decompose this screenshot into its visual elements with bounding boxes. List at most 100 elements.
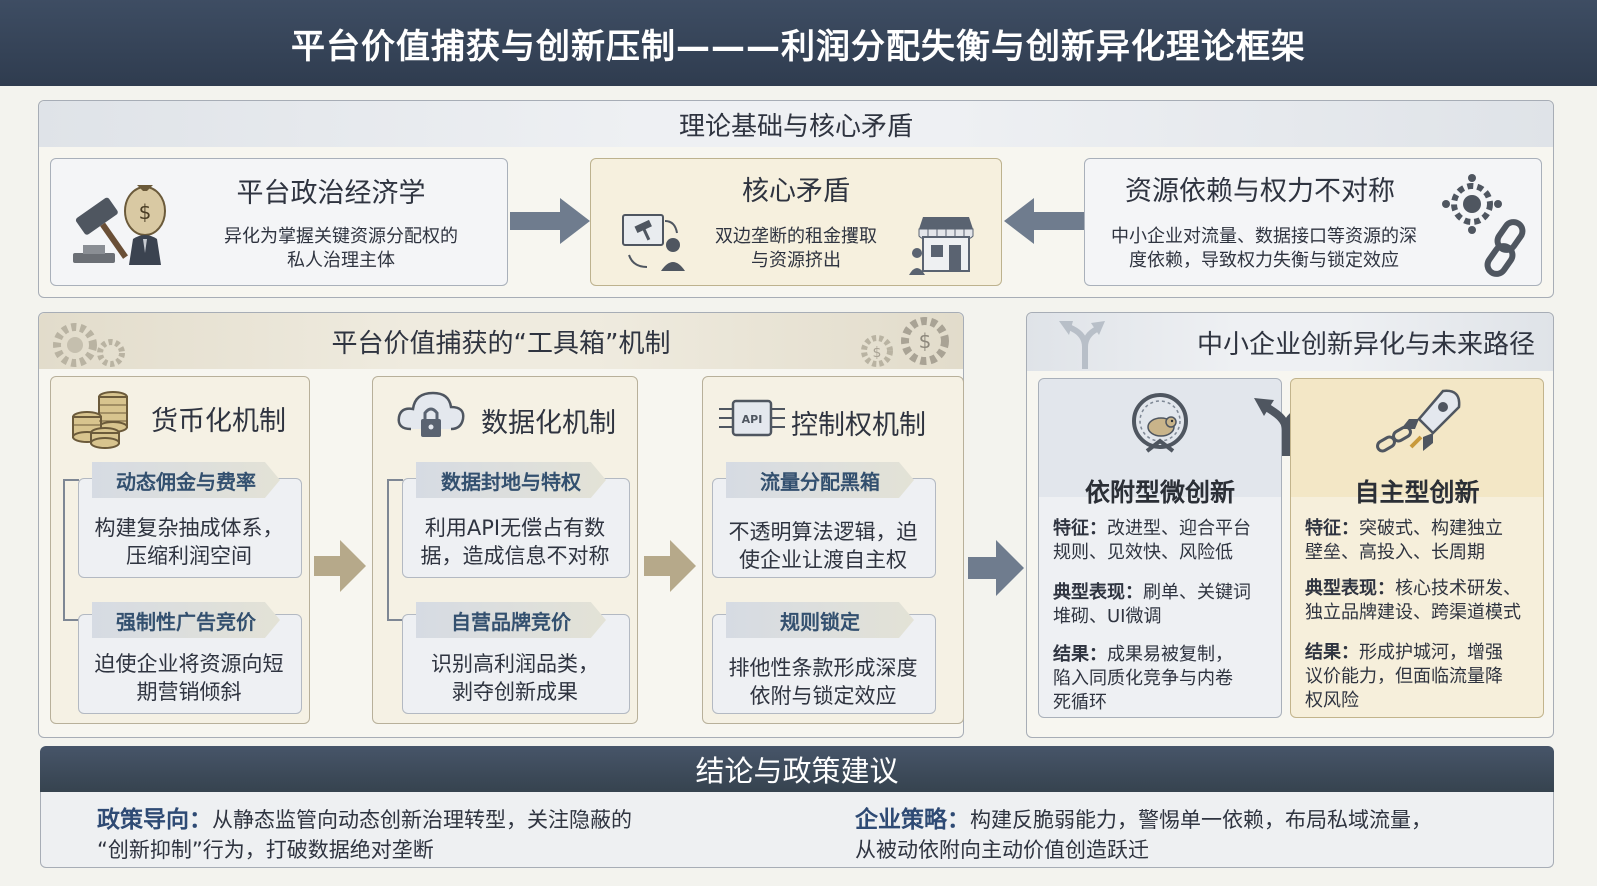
cloud-lock-icon (397, 391, 465, 437)
toolbox-header-text: 平台价值捕获的“工具箱”机制 (331, 328, 671, 359)
datafication-bracket (387, 479, 403, 621)
dependent-feature-label: 特征： (1053, 518, 1107, 539)
coin-stack-icon (72, 391, 128, 449)
autonomous-feature-text-2: 壁垒、高投入、长周期 (1305, 542, 1485, 563)
dependent-feature-text-1: 改进型、迎合平台 (1107, 518, 1251, 539)
political-economy-card: $ 平台政治经济学 异化为掌握关键资源分配权的 私人治理主体 (50, 158, 508, 286)
conclusion-header-text: 结论与政策建议 (695, 754, 899, 788)
policy-text-1: 从静态监管向动态创新治理转型，关注隐蔽的 (212, 808, 632, 832)
resource-dependency-card: 资源依赖与权力不对称 中小企业对流量、数据接口等资源的深 度依赖，导致权力失衡与… (1084, 158, 1542, 286)
arrow-right-icon (510, 198, 590, 244)
monetization-bracket (63, 479, 79, 621)
fork-arrow-icon (1059, 321, 1105, 369)
private-label-text-2: 剥夺创新成果 (452, 680, 578, 704)
conclusion-header: 结论与政策建议 (40, 746, 1554, 792)
monetization-title: 货币化机制 (151, 406, 286, 437)
policy-text-2: “创新抑制”行为，打破数据绝对垄断 (97, 838, 434, 862)
ad-bidding-text-1: 迫使企业将资源向短 (94, 652, 284, 676)
dependent-typical-text-1: 刷单、关键词 (1143, 582, 1251, 603)
autonomous-result-text-2: 议价能力，但面临流量降 (1305, 666, 1503, 687)
private-label-tag: 自营品牌竞价 (416, 602, 606, 638)
svg-text:$: $ (873, 345, 882, 361)
ad-bidding-text-2: 期营销倾斜 (136, 680, 242, 704)
innovation-header: 中小企业创新异化与未来路径 (1027, 313, 1553, 371)
policy-line-1: 政策导向：从静态监管向动态创新治理转型，关注隐蔽的 (97, 806, 632, 834)
conclusion-body: 政策导向：从静态监管向动态创新治理转型，关注隐蔽的 “创新抑制”行为，打破数据绝… (40, 792, 1554, 868)
private-label-text-1: 识别高利润品类， (431, 652, 599, 676)
traffic-blackbox-tag: 流量分配黑箱 (726, 462, 914, 498)
autonomous-feature-1: 特征：突破式、构建独立 (1305, 517, 1533, 541)
commission-text-1: 构建复杂抽成体系， (94, 516, 284, 540)
page-title: 平台价值捕获与创新压制———利润分配失衡与创新异化理论框架 (291, 26, 1306, 67)
rule-lock-tag: 规则锁定 (726, 602, 914, 638)
theory-header: 理论基础与核心矛盾 (39, 101, 1553, 147)
gear-icon (53, 323, 125, 367)
dependent-feature-1: 特征：改进型、迎合平台 (1053, 517, 1271, 541)
auction-laptop-icon (622, 214, 685, 271)
arrow-right-icon (968, 540, 1024, 596)
traffic-blackbox-text-1: 不透明算法逻辑，迫 (728, 520, 918, 544)
chain-link-icon (1484, 219, 1526, 277)
autonomous-typical-1: 典型表现：核心技术研发、 (1305, 577, 1533, 601)
api-chip-icon: API (719, 399, 785, 437)
enterprise-text-2: 从被动依附向主动价值创造跃迁 (855, 838, 1149, 862)
autonomous-result-label: 结果： (1305, 642, 1359, 663)
dependent-typical-1: 典型表现：刷单、关键词 (1053, 581, 1271, 605)
theory-header-text: 理论基础与核心矛盾 (678, 111, 913, 142)
dependent-result-label: 结果： (1053, 644, 1107, 665)
hamster-wheel-icon (1132, 393, 1188, 453)
autonomous-innovation-card: 自主型创新 特征：突破式、构建独立 壁垒、高投入、长周期 典型表现：核心技术研发… (1290, 378, 1544, 718)
toolbox-header: 平台价值捕获的“工具箱”机制 (39, 313, 963, 369)
autonomous-innovation-title: 自主型创新 (1354, 478, 1480, 507)
dependent-feature-text-2: 规则、见效快、风险低 (1053, 542, 1233, 563)
storefront-icon (909, 217, 974, 275)
dependent-innovation-title: 依附型微创新 (1084, 478, 1235, 507)
autonomous-feature-text-1: 突破式、构建独立 (1359, 518, 1503, 539)
political-economy-text-1: 异化为掌握关键资源分配权的 (224, 226, 458, 247)
traffic-blackbox-text-2: 使企业让渡自主权 (739, 548, 907, 572)
dollar-gear-icon: $ $ (861, 317, 949, 367)
resource-dependency-text-2: 度依赖，导致权力失衡与锁定效应 (1129, 250, 1399, 271)
arrow-right-icon (644, 540, 696, 592)
dependent-result-text-1: 成果易被复制， (1107, 644, 1233, 665)
data-fief-text-1: 利用API无偿占有数 (424, 516, 606, 540)
core-contradiction-card: 核心矛盾 双边垄断的租金攫取 与资源挤出 (590, 158, 1002, 286)
autonomous-result-1: 结果：形成护城河，增强 (1305, 641, 1533, 665)
resource-dependency-title: 资源依赖与权力不对称 (1125, 176, 1395, 207)
ad-bidding-tag: 强制性广告竞价 (92, 602, 280, 638)
political-economy-title: 平台政治经济学 (236, 178, 426, 209)
political-economy-text-2: 私人治理主体 (287, 250, 395, 271)
core-contradiction-title: 核心矛盾 (742, 176, 850, 207)
gavel-money-bag-icon: $ (73, 185, 166, 265)
policy-label: 政策导向： (97, 807, 212, 833)
title-bar: 平台价值捕获与创新压制———利润分配失衡与创新异化理论框架 (0, 0, 1597, 86)
svg-text:$: $ (919, 329, 932, 353)
autonomous-typical-text-2: 独立品牌建设、跨渠道模式 (1305, 602, 1521, 623)
rocket-broken-chain-icon (1376, 389, 1461, 453)
data-fief-tag: 数据封地与特权 (416, 462, 606, 498)
arrow-right-icon (314, 540, 366, 592)
dependent-innovation-card: 依附型微创新 特征：改进型、迎合平台 规则、见效快、风险低 典型表现：刷单、关键… (1038, 378, 1282, 718)
dependent-result-1: 结果：成果易被复制， (1053, 643, 1271, 667)
rule-lock-text-1: 排他性条款形成深度 (728, 656, 918, 680)
commission-text-2: 压缩利润空间 (126, 544, 252, 568)
dependent-typical-text-2: 堆砌、UI微调 (1053, 606, 1162, 627)
api-chip-label: API (742, 413, 763, 426)
dependent-result-text-3: 死循环 (1053, 692, 1107, 713)
dependent-result-text-2: 陷入同质化竞争与内卷 (1053, 668, 1233, 689)
autonomous-feature-label: 特征： (1305, 518, 1359, 539)
core-contradiction-text-2: 与资源挤出 (751, 250, 841, 271)
resource-dependency-text-1: 中小企业对流量、数据接口等资源的深 (1111, 226, 1417, 247)
dependent-typical-label: 典型表现： (1053, 582, 1143, 603)
enterprise-text-1: 构建反脆弱能力，警惕单一依赖，布局私域流量， (970, 808, 1432, 832)
core-contradiction-text-1: 双边垄断的租金攫取 (715, 226, 877, 247)
data-fief-text-2: 据，造成信息不对称 (420, 544, 610, 568)
autonomous-result-text-3: 权风险 (1305, 690, 1359, 711)
autonomous-typical-label: 典型表现： (1305, 578, 1395, 599)
autonomous-result-text-1: 形成护城河，增强 (1359, 642, 1503, 663)
commission-tag: 动态佣金与费率 (92, 462, 280, 498)
innovation-header-text: 中小企业创新异化与未来路径 (1196, 329, 1535, 360)
datafication-title: 数据化机制 (481, 408, 616, 439)
enterprise-label: 企业策略： (855, 807, 970, 833)
enterprise-line-1: 企业策略：构建反脆弱能力，警惕单一依赖，布局私域流量， (855, 806, 1432, 834)
